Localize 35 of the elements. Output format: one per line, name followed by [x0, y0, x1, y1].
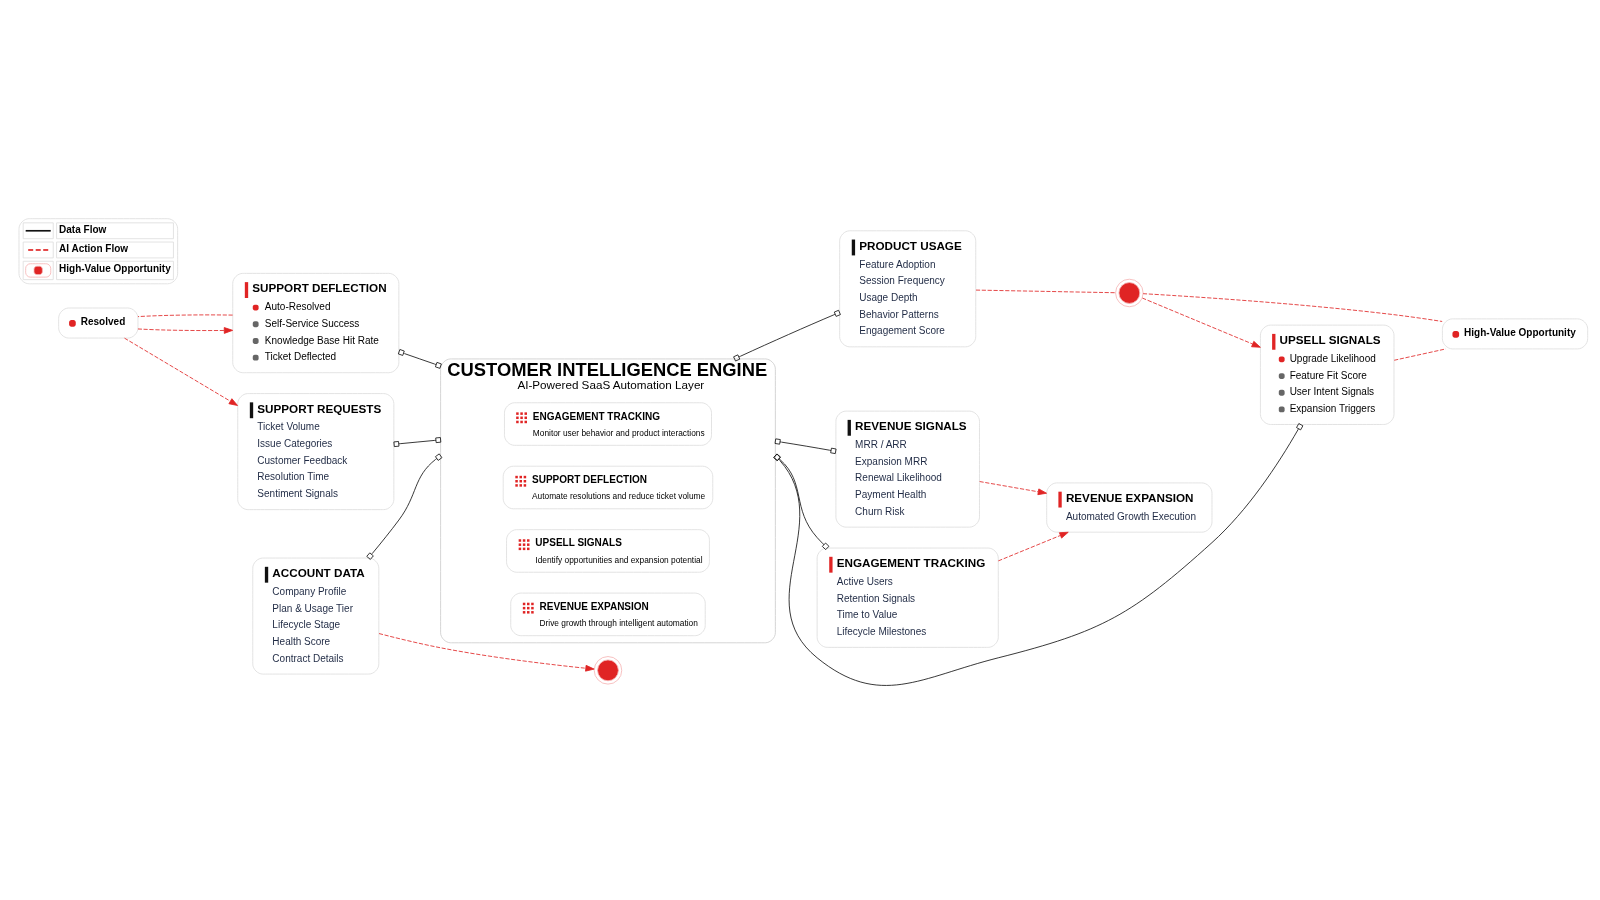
connector — [137, 314, 234, 317]
connector — [1142, 292, 1443, 322]
node-box: ACCOUNT DATA Company Profile Plan & Usage Tier Lifecycle Stage Health Score Contract Details — [252, 557, 380, 674]
connector — [1393, 348, 1447, 361]
node-box: UPSELL SIGNALS Identify opportunities and expansion potential — [506, 528, 710, 573]
node-box: UPSELL SIGNALS Upgrade Likelihood Feature Fit Score User Intent Signals Expansion Triggers — [1260, 324, 1395, 425]
legend-label: High-Value Opportunity — [59, 262, 171, 274]
connector — [773, 453, 830, 550]
arrow — [378, 632, 595, 672]
node-box: High-Value Opportunity — [1442, 317, 1589, 349]
connector — [393, 436, 442, 447]
connector — [773, 422, 1304, 686]
node-box: REVENUE SIGNALS MRR / ARR Expansion MRR Renewal Likelihood Payment Health Churn Risk — [835, 410, 980, 528]
legend-label: Data Flow — [59, 223, 107, 235]
connector — [975, 289, 1116, 293]
node-box: SUPPORT DEFLECTION Automate resolutions and reduce ticket volume — [502, 465, 714, 509]
connector — [774, 437, 837, 454]
arrow — [137, 326, 234, 334]
connector — [733, 309, 841, 361]
connector — [366, 452, 443, 560]
node-box: ENGAGEMENT TRACKING Monitor user behavior and product interactions — [504, 401, 712, 446]
connector — [397, 348, 442, 369]
arrow — [979, 480, 1047, 495]
node-box: ENGAGEMENT TRACKING Active Users Retention Signals Time to Value Lifecycle Milestones — [816, 547, 999, 648]
arrow — [124, 337, 238, 406]
node-box: Resolved — [58, 307, 139, 338]
node-box: REVENUE EXPANSION Drive growth through intelligent automation — [510, 592, 706, 636]
node-box: PRODUCT USAGE Feature Adoption Session Frequency Usage Depth Behavior Patterns Engagement Score — [839, 229, 977, 347]
legend-label: AI Action Flow — [59, 242, 129, 254]
node-box: SUPPORT REQUESTS Ticket Volume Issue Categories Customer Feedback Resolution Time Sentiment Signals — [237, 392, 395, 510]
arrow — [1142, 297, 1261, 348]
node-circle — [593, 655, 623, 685]
arrow — [997, 531, 1069, 561]
node-box: SUPPORT DEFLECTION Auto-Resolved Self-Service Success Knowledge Base Hit Rate Ticket Deflected — [232, 272, 400, 373]
node-box: REVENUE EXPANSION Automated Growth Execution — [1046, 482, 1213, 533]
